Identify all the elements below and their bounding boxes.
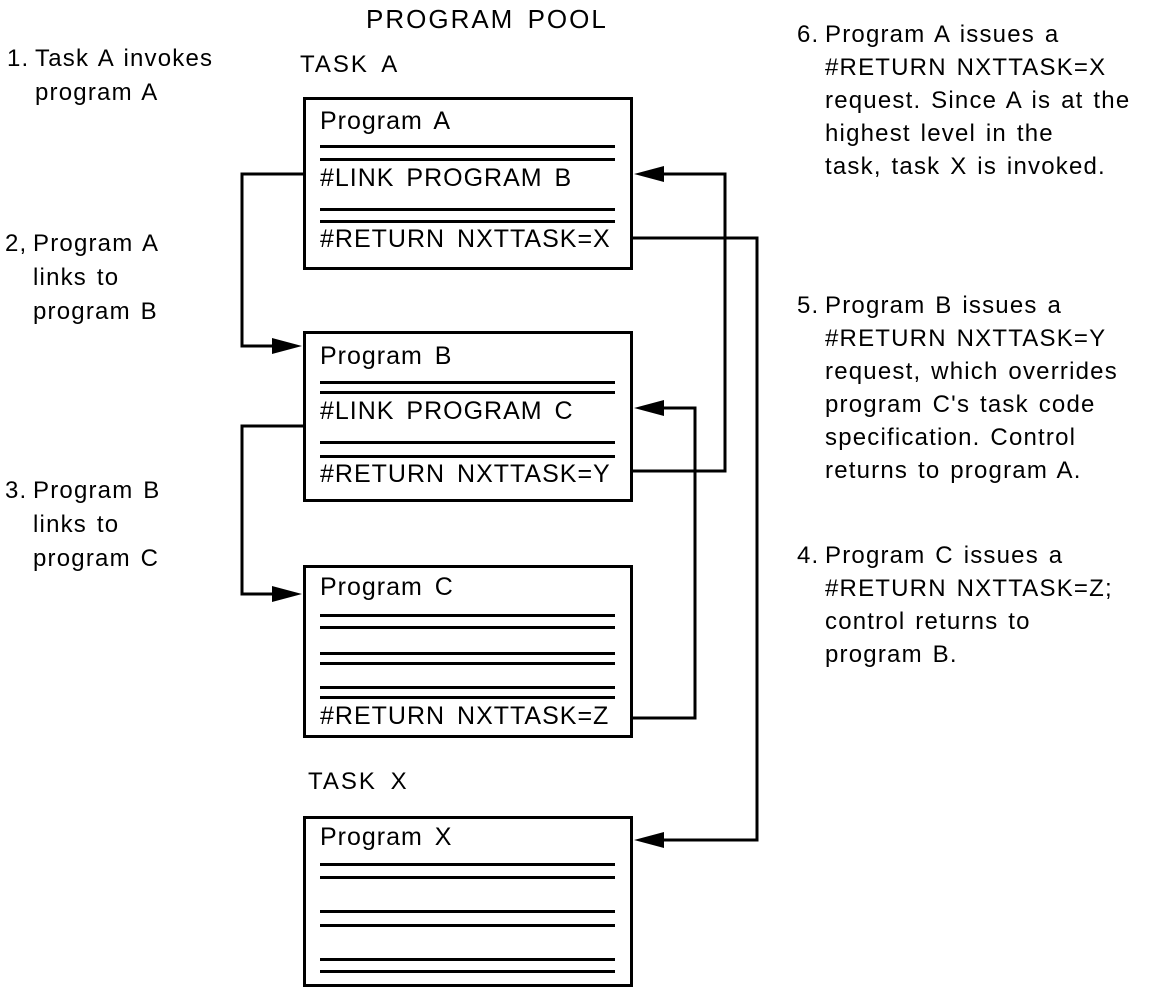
note-1-text: Task A invokes program A <box>35 42 213 110</box>
code-line <box>320 924 615 927</box>
diagram-title: PROGRAM POOL <box>366 4 608 34</box>
note-1: 1. Task A invokes program A <box>7 42 213 110</box>
arrowhead-into-program-b-right-icon <box>634 400 664 416</box>
arrowhead-into-program-a-icon <box>634 166 664 182</box>
code-line <box>320 863 615 866</box>
note-5-text: Program B issues a #RETURN NXTTASK=Y req… <box>825 289 1118 487</box>
note-5-number: 5. <box>797 292 820 319</box>
program-b-box: Program B #LINK PROGRAM C #RETURN NXTTAS… <box>303 331 633 502</box>
note-4-text: Program C issues a #RETURN NXTTASK=Z; co… <box>825 539 1113 671</box>
note-2: 2, Program A links to program B <box>5 227 159 329</box>
code-line <box>320 958 615 961</box>
code-line <box>320 145 615 148</box>
note-5: 5. Program B issues a #RETURN NXTTASK=Y … <box>797 289 1118 487</box>
task-x-label: TASK X <box>308 768 409 795</box>
program-a-title: Program A <box>320 107 452 135</box>
program-a-box: Program A #LINK PROGRAM B #RETURN NXTTAS… <box>303 97 633 270</box>
note-line: specification. Control <box>825 424 1077 451</box>
code-line <box>320 626 615 629</box>
note-line: Program C issues a <box>825 542 1064 569</box>
program-x-title: Program X <box>320 823 453 851</box>
code-line <box>320 910 615 913</box>
note-line: Program B issues a <box>825 292 1063 319</box>
wire-return-b-to-a <box>632 172 727 473</box>
code-line <box>320 652 615 655</box>
code-line <box>320 686 615 689</box>
task-a-label: TASK A <box>300 51 400 78</box>
program-x-box: Program X <box>303 816 633 987</box>
note-line: request. Since A is at the <box>825 87 1131 114</box>
note-line: highest level in the <box>825 120 1054 147</box>
code-line <box>320 970 615 973</box>
note-4: 4. Program C issues a #RETURN NXTTASK=Z;… <box>797 539 1113 671</box>
note-line: Program A issues a <box>825 21 1060 48</box>
note-6-number: 6. <box>797 21 820 48</box>
note-line: Task A invokes <box>35 45 214 72</box>
note-line: program B. <box>825 641 958 668</box>
note-line: request, which overrides <box>825 358 1118 385</box>
program-b-return-stmt: #RETURN NXTTASK=Y <box>320 460 611 488</box>
code-line <box>320 441 615 444</box>
note-2-text: Program A links to program B <box>33 227 159 329</box>
wire-return-a-to-task-x <box>632 236 759 842</box>
note-line: program B <box>33 298 158 325</box>
note-line: program A <box>35 79 159 106</box>
note-line: Program B <box>33 477 161 504</box>
note-line: #RETURN NXTTASK=X <box>825 54 1107 81</box>
note-line: task, task X is invoked. <box>825 153 1106 180</box>
program-c-title: Program C <box>320 573 454 601</box>
program-b-link-stmt: #LINK PROGRAM C <box>320 397 574 425</box>
wire-return-c-to-b <box>632 406 697 720</box>
note-line: control returns to <box>825 608 1031 635</box>
arrowhead-into-program-b-icon <box>272 338 302 354</box>
note-3-number: 3. <box>5 477 28 504</box>
note-6: 6. Program A issues a #RETURN NXTTASK=X … <box>797 18 1130 183</box>
code-line <box>320 208 615 211</box>
program-a-return-stmt: #RETURN NXTTASK=X <box>320 225 611 253</box>
code-line <box>320 614 615 617</box>
program-c-return-stmt: #RETURN NXTTASK=Z <box>320 702 610 730</box>
code-line <box>320 455 615 458</box>
code-line <box>320 220 615 223</box>
note-4-number: 4. <box>797 542 820 569</box>
note-line: Program A <box>33 230 160 257</box>
note-line: links to <box>33 511 120 538</box>
note-1-number: 1. <box>7 45 30 72</box>
program-a-link-stmt: #LINK PROGRAM B <box>320 164 573 192</box>
code-line <box>320 876 615 879</box>
note-3-text: Program B links to program C <box>33 474 161 576</box>
program-c-box: Program C #RETURN NXTTASK=Z <box>303 565 633 738</box>
note-line: #RETURN NXTTASK=Y <box>825 325 1107 352</box>
note-line: #RETURN NXTTASK=Z; <box>825 575 1113 602</box>
code-line <box>320 391 615 394</box>
arrowhead-into-program-c-icon <box>272 586 302 602</box>
note-line: returns to program A. <box>825 457 1082 484</box>
note-6-text: Program A issues a #RETURN NXTTASK=X req… <box>825 18 1130 183</box>
note-line: program C <box>33 545 160 572</box>
code-line <box>320 158 615 161</box>
arrowhead-into-program-x-icon <box>634 832 664 848</box>
program-b-title: Program B <box>320 342 453 370</box>
wire-link-b-to-c <box>240 424 304 596</box>
note-2-number: 2, <box>5 230 28 257</box>
code-line <box>320 381 615 384</box>
note-line: program C's task code <box>825 391 1096 418</box>
note-3: 3. Program B links to program C <box>5 474 161 576</box>
note-line: links to <box>33 264 120 291</box>
code-line <box>320 696 615 699</box>
wire-link-a-to-b <box>240 172 304 348</box>
code-line <box>320 662 615 665</box>
